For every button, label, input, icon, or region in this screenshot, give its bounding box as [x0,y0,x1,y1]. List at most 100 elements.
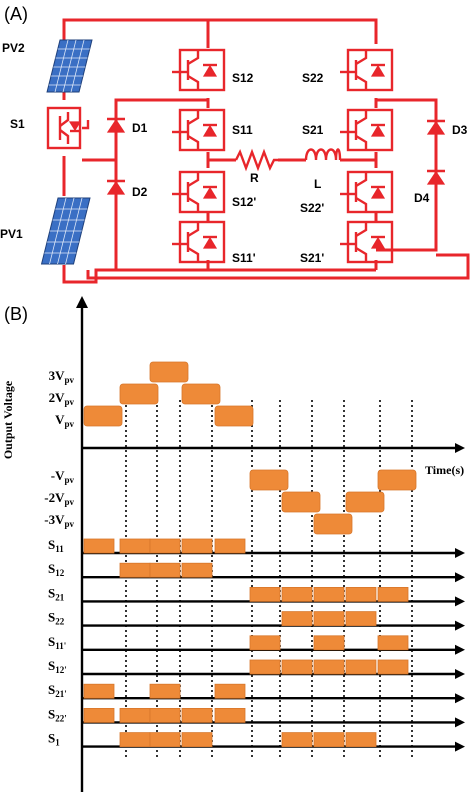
igbt-switches [172,48,394,264]
signal-arrow [455,572,465,583]
igbt-s11p-body [178,220,226,264]
signal-on-bar [345,732,377,747]
signal-on-bar [119,538,151,554]
d4-label: D4 [414,191,430,205]
s21p-label: S21' [300,251,324,265]
signal-on-bar [377,659,409,675]
signal-on-bar [83,683,115,699]
d2-label: D2 [132,185,148,199]
s21-label: S21 [302,123,324,137]
signal-on-bar [181,562,213,578]
signal-label: S22' [48,706,67,723]
signal-label: S11' [48,634,66,651]
igbt-s11-body [178,108,226,152]
igbt-s12p [172,170,226,214]
y-axis-arrow [76,296,88,308]
signal-on-bar [313,611,345,626]
voltage-level-label: Vpv [55,412,74,429]
signal-on-bar [377,635,409,651]
signal-on-bar [119,732,151,747]
signal-arrow [455,644,465,655]
signal-on-bar [214,538,246,554]
signal-on-bar [119,708,151,723]
igbt-s11p-diode [202,236,218,249]
voltage-step-bar [281,491,321,513]
igbt-s12 [172,48,226,92]
signal-on-bar [249,587,281,602]
voltage-step-bar [377,469,417,491]
signal-label: S21 [48,585,65,602]
s11-label: S11 [232,123,253,137]
voltage-level-label: 3Vpv [49,368,75,385]
voltage-step-bar [181,383,221,405]
x-axis-title: Time(s) [425,463,464,477]
igbt-s21-body [346,108,394,152]
signal-on-bar [181,708,213,723]
panel-b-label: (B) [4,304,28,324]
igbt-s21 [340,108,394,152]
resistor-r [234,148,278,172]
signal-on-bar [249,635,281,651]
igbt-s22 [340,48,394,92]
switch-s1 [46,106,90,150]
timing-diagram: (B) Output Voltage 3Vpv2VpvVpv-Vpv-2Vpv-… [1,296,465,792]
signal-on-bar [281,732,313,747]
signal-on-bar [345,587,377,602]
igbt-s11 [172,108,226,152]
signal-on-bar [149,562,181,578]
signal-on-bar [281,587,313,602]
s22p-label: S22' [300,201,324,215]
signal-on-bar [281,611,313,626]
signal-arrow [455,693,465,704]
interval-guides [125,400,413,760]
igbt-s11p [172,220,226,264]
l-label: L [314,177,321,191]
voltage-level-label: -2Vpv [44,490,74,507]
signal-on-bar [377,587,409,602]
diode-d1 [106,117,126,133]
pv1-label: PV1 [0,227,23,241]
voltage-step-bar [214,405,254,427]
y-axis-title: Output Voltage [1,380,15,459]
inductor-l [304,148,342,161]
signal-arrow [455,669,465,679]
igbt-s21p-diode [370,236,386,249]
igbt-s12p-diode [202,186,218,199]
voltage-step-bar [313,513,353,535]
signal-arrow [455,717,465,728]
igbt-s12p-body [178,170,226,214]
circuit-diagram: (A) [0,4,470,284]
signal-on-bar [181,538,213,554]
voltage-step-bar [249,469,289,491]
signal-on-bar [313,587,345,602]
axes [76,296,465,792]
voltage-step-bar [83,405,123,427]
d1-label: D1 [132,121,148,135]
s22-label: S22 [302,71,324,85]
voltage-level-label: 2Vpv [49,390,75,407]
signal-label: S12 [48,561,65,578]
igbt-s22p-diode [370,186,386,199]
signal-on-bar [313,659,345,675]
signal-label: S22 [48,610,65,627]
signal-on-bar [149,732,181,747]
d3-label: D3 [452,123,468,137]
signal-on-bar [149,683,181,699]
circuit-wiring [62,18,470,284]
signal-on-bar [214,683,246,699]
signal-arrow [455,620,465,631]
s12p-label: S12' [232,195,256,209]
igbt-s22p [340,170,394,214]
voltage-step-bar [345,491,385,513]
signal-on-bar [214,708,246,723]
pv1-panel: PV1 [0,197,91,265]
voltage-level-label: -Vpv [51,468,75,485]
igbt-s12-diode [202,64,218,77]
r-label: R [250,171,259,185]
signal-on-bar [181,732,213,747]
signal-label: S11 [48,537,64,554]
pv2-panel: PV2 [2,39,93,93]
s12-label: S12 [232,71,254,85]
signal-on-bar [149,708,181,723]
